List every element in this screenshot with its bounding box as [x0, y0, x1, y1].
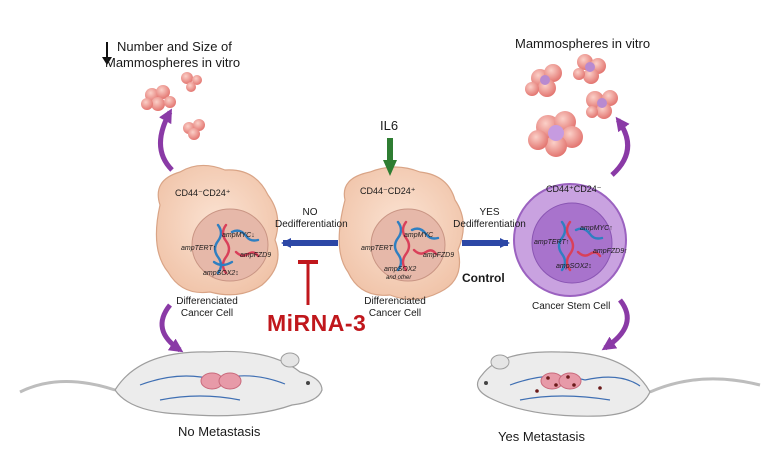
- center-cell-label: Differenciated Cancer Cell: [360, 296, 430, 319]
- top-right-label: Mammospheres in vitro: [515, 36, 651, 51]
- left-arrow-label-line2: Dedifferentiation: [275, 218, 348, 230]
- left-cell: [155, 164, 279, 296]
- mammospheres-large: [525, 54, 618, 157]
- mirna-label: MiRNA-3: [267, 310, 367, 336]
- center-gene-myc: ampMYC: [404, 232, 434, 239]
- left-cell-marker: CD44⁻CD24⁺: [175, 188, 231, 198]
- right-up-arrow: [610, 116, 631, 177]
- mammosphere-icon: [586, 90, 618, 119]
- left-gene-fzd9: ampFZD9: [240, 252, 272, 259]
- right-cell-label: Cancer Stem Cell: [532, 301, 611, 312]
- right-down-arrow: [601, 298, 630, 351]
- mammosphere-icon: [141, 85, 176, 111]
- center-gene-tert: ampTERT: [361, 245, 393, 252]
- center-cell: [338, 166, 464, 300]
- center-gene-sox2: ampSOX2: [384, 266, 417, 273]
- right-arrow-label: YES Dedifferentiation: [452, 207, 527, 230]
- control-label: Control: [462, 271, 505, 285]
- mammosphere-icon: [525, 64, 562, 97]
- dna-icon: [557, 220, 604, 272]
- mouse-icon: [476, 351, 761, 417]
- center-gene-fzd9: ampFZD9: [423, 252, 455, 259]
- mammosphere-icon: [573, 54, 606, 84]
- mammosphere-icon: [528, 111, 583, 157]
- left-arrow-label: NO Dedifferentiation: [275, 207, 348, 230]
- right-cell: [513, 183, 627, 297]
- right-gene-fzd9: ampFZD9↑: [593, 248, 628, 255]
- top-left-label-line1: Number and Size of: [117, 39, 232, 54]
- right-gene-sox2: ampSOX2↕: [556, 263, 592, 270]
- right-arrow-label-line1: YES: [479, 207, 500, 218]
- yes-metastasis-label: Yes Metastasis: [498, 429, 585, 444]
- left-gene-sox2: ampSOX2↕: [203, 270, 239, 277]
- il6-label: IL6: [380, 118, 399, 133]
- dna-icon: [393, 220, 440, 272]
- left-arrow-label-line1: NO: [302, 207, 318, 218]
- left-down-arrow: [159, 303, 184, 353]
- left-gene-myc: ampMYC↓: [222, 232, 255, 239]
- mammosphere-icon: [181, 72, 202, 92]
- left-cell-label: Differenciated Cancer Cell: [172, 296, 242, 319]
- right-cell-marker: CD44⁺CD24⁻: [546, 184, 602, 194]
- right-arrow-label-line2: Dedifferentiation: [453, 218, 526, 230]
- top-left-label-line2: Mammospheres in vitro: [105, 55, 241, 70]
- right-gene-tert: ampTERT↑: [534, 239, 570, 246]
- right-gene-myc: ampMYC↑: [580, 225, 613, 232]
- center-gene-other: and other: [386, 275, 412, 281]
- mouse-icon: [19, 350, 323, 417]
- center-cell-marker: CD44⁻CD24⁺: [360, 186, 416, 196]
- no-metastasis-label: No Metastasis: [178, 424, 261, 439]
- center-cell-label-line1: Differenciated: [364, 296, 426, 307]
- mammosphere-icon: [183, 119, 205, 140]
- left-up-arrow: [158, 108, 174, 172]
- inhibitor-icon: [298, 260, 318, 305]
- center-cell-label-line2: Cancer Cell: [368, 307, 422, 319]
- mammospheres-small: [141, 72, 205, 140]
- down-arrow-icon: [102, 42, 112, 65]
- left-gene-tert: ampTERT↑: [181, 245, 217, 252]
- left-cell-label-line2: Cancer Cell: [180, 307, 234, 319]
- left-cell-label-line1: Differenciated: [176, 296, 238, 307]
- dna-icon: [212, 223, 260, 275]
